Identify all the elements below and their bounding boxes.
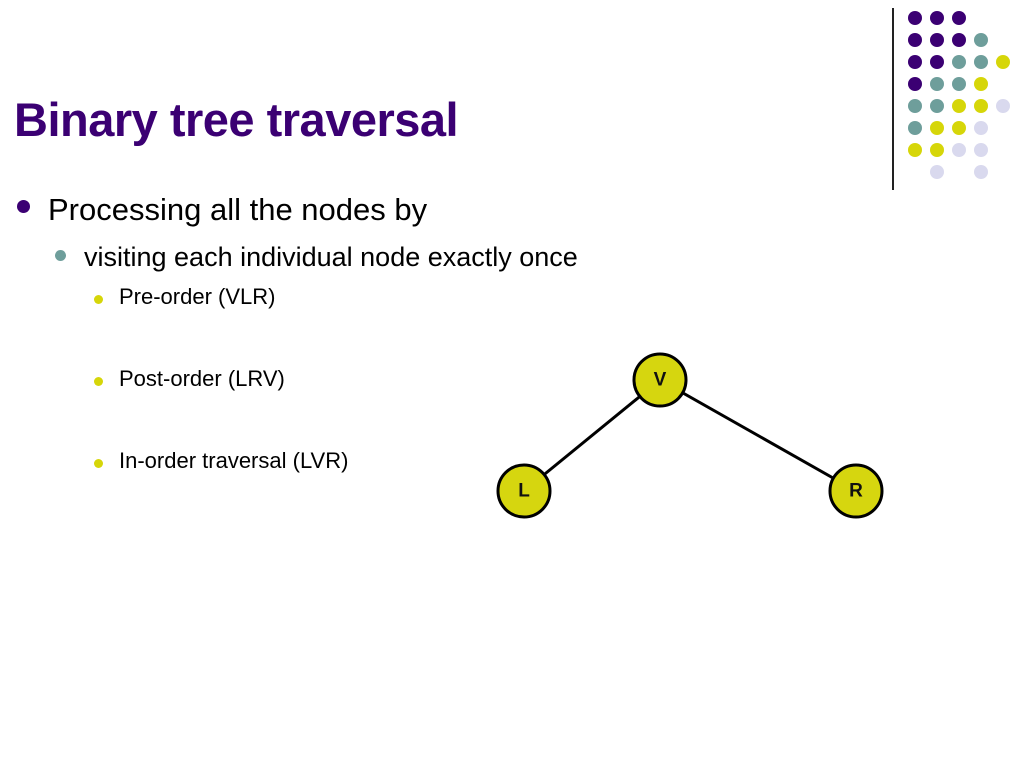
deco-dot-lavender — [996, 99, 1010, 113]
deco-dot-teal — [974, 33, 988, 47]
bullet-item-level-2: visiting each individual node exactly on… — [0, 234, 700, 281]
deco-dot-yellow — [930, 121, 944, 135]
bullet-label: Processing all the nodes by — [48, 192, 428, 227]
bullet-dot-icon — [94, 459, 103, 468]
deco-dot-purple — [930, 33, 944, 47]
bullet-dot-icon — [55, 250, 66, 261]
deco-dot-purple — [930, 11, 944, 25]
bullet-item-level-3: Post-order (LRV) — [0, 363, 700, 445]
tree-node-label: L — [518, 481, 530, 502]
tree-node-circle — [632, 352, 688, 408]
vertical-rule — [892, 8, 894, 190]
tree-edge-root-left — [523, 378, 661, 493]
deco-dot-yellow — [930, 143, 944, 157]
deco-dot-lavender — [974, 143, 988, 157]
tree-node-r: R — [828, 463, 884, 519]
deco-dot-yellow — [996, 55, 1010, 69]
deco-dot-yellow — [908, 143, 922, 157]
tree-nodes: V L R — [496, 352, 884, 519]
deco-dot-teal — [930, 99, 944, 113]
deco-dot-purple — [952, 33, 966, 47]
deco-dot-teal — [952, 55, 966, 69]
bullet-item-level-3: In-order traversal (LVR) — [0, 445, 700, 527]
tree-node-l: L — [496, 463, 552, 519]
deco-dot-yellow — [974, 99, 988, 113]
deco-dot-purple — [908, 55, 922, 69]
page-title: Binary tree traversal — [14, 93, 459, 146]
bullet-label: Post-order (LRV) — [119, 366, 285, 391]
tree-edges — [523, 378, 857, 493]
bullet-list: Processing all the nodes by visiting each… — [0, 186, 700, 527]
deco-dot-teal — [930, 77, 944, 91]
bullet-dot-icon — [17, 200, 30, 213]
tree-node-circle — [496, 463, 552, 519]
tree-node-circle — [828, 463, 884, 519]
decorative-dot-grid — [884, 0, 1024, 200]
bullet-label: visiting each individual node exactly on… — [84, 242, 578, 272]
deco-dot-purple — [908, 11, 922, 25]
deco-dot-lavender — [930, 165, 944, 179]
bullet-label: In-order traversal (LVR) — [119, 448, 349, 473]
deco-dot-lavender — [974, 121, 988, 135]
tree-svg: V L R — [496, 352, 884, 519]
deco-dot-yellow — [974, 77, 988, 91]
binary-tree-diagram: V L R — [470, 330, 910, 540]
deco-dot-teal — [908, 121, 922, 135]
deco-dot-yellow — [952, 121, 966, 135]
deco-dot-purple — [908, 77, 922, 91]
deco-dot-lavender — [974, 165, 988, 179]
deco-dot-purple — [952, 11, 966, 25]
tree-edge-root-right — [659, 378, 857, 493]
deco-dot-teal — [908, 99, 922, 113]
tree-node-label: R — [849, 481, 863, 502]
bullet-dot-icon — [94, 295, 103, 304]
deco-dot-purple — [908, 33, 922, 47]
deco-dot-yellow — [952, 99, 966, 113]
bullet-label: Pre-order (VLR) — [119, 284, 276, 309]
bullet-dot-icon — [94, 377, 103, 386]
tree-node-label: V — [654, 370, 667, 391]
deco-dot-purple — [930, 55, 944, 69]
bullet-item-level-1: Processing all the nodes by — [0, 186, 700, 234]
deco-dot-teal — [974, 55, 988, 69]
bullet-item-level-3: Pre-order (VLR) — [0, 281, 700, 363]
deco-dot-lavender — [952, 143, 966, 157]
tree-node-v: V — [632, 352, 688, 408]
deco-dot-teal — [952, 77, 966, 91]
